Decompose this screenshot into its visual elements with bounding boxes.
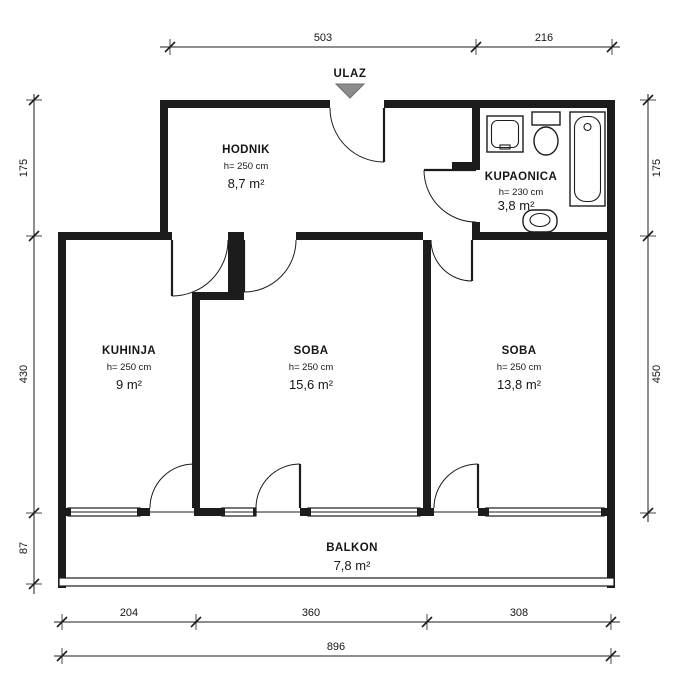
dim-label-left-1: 175 (18, 159, 30, 177)
room-height: h= 250 cm (497, 362, 542, 373)
wall-kitchen-jog (192, 292, 244, 300)
room-name: HODNIK (222, 144, 270, 156)
room-label-soba-center: SOBA h= 250 cm 15,6 m² (289, 345, 334, 392)
wall-bottom-seg-4 (300, 508, 308, 516)
wall-room-room (423, 240, 431, 508)
balcony-door-kitchen-arc (149, 463, 195, 509)
dim-label-left-2: 430 (18, 365, 30, 383)
washbasin-icon (522, 209, 558, 233)
room-name: KUPAONICA (485, 171, 557, 183)
room-area: 7,8 m² (334, 558, 372, 573)
dim-label-left-3: 87 (18, 542, 30, 554)
window-cap (308, 508, 311, 516)
toilet-icon (531, 111, 561, 156)
wall-upper-left (160, 100, 168, 240)
wall-bathroom-lower (472, 222, 480, 232)
dim-label-right-1: 175 (651, 159, 663, 177)
wall-right (607, 100, 615, 588)
bathtub-icon (569, 111, 606, 207)
windows (58, 507, 615, 587)
wall-kitchen-room (192, 292, 200, 508)
room-name: BALKON (326, 542, 378, 554)
room-area: 15,6 m² (289, 377, 334, 392)
dimension-lines: 503 216 175 430 87 175 450 204 360 308 8… (18, 32, 663, 665)
balcony-railing (58, 577, 615, 587)
window-cap (417, 508, 420, 516)
room-height: h= 250 cm (289, 362, 334, 373)
dim-label-top-1: 503 (314, 32, 332, 44)
dim-label-bottom-1: 204 (120, 607, 138, 619)
room-right-door-arc (430, 239, 473, 282)
room-name: KUHINJA (102, 345, 156, 357)
entrance-arrow-icon (334, 83, 366, 99)
wall-shaft (228, 232, 244, 300)
window-cap (137, 508, 140, 516)
room-labels: HODNIK h= 250 cm 8,7 m² KUPAONICA h= 230… (102, 144, 557, 573)
room-height: h= 230 cm (499, 187, 544, 198)
window-cap (601, 508, 604, 516)
wall-bottom-seg-5 (420, 508, 434, 516)
entrance-label: ULAZ (333, 68, 366, 80)
room-label-hodnik: HODNIK h= 250 cm 8,7 m² (222, 144, 270, 191)
window-cap (68, 508, 71, 516)
bathroom-door-arc (423, 169, 477, 223)
wall-divider-left (58, 232, 172, 240)
room-height: h= 250 cm (224, 161, 269, 172)
balcony-door-center-arc (255, 463, 301, 509)
window-cap (253, 508, 256, 516)
wall-divider-center (296, 232, 423, 240)
wall-bottom-seg-7 (604, 508, 615, 516)
dim-label-overall: 896 (327, 641, 345, 653)
kitchen-door-arc (171, 239, 229, 297)
wall-bathroom-step (452, 162, 472, 170)
walls (58, 100, 615, 588)
bathroom-fixtures (486, 111, 606, 233)
dim-label-bottom-3: 308 (510, 607, 528, 619)
room-center-door-arc (243, 239, 297, 293)
wall-bottom-seg-6 (478, 508, 486, 516)
room-area: 9 m² (116, 377, 143, 392)
wall-bottom-seg-3 (194, 508, 222, 516)
room-name: SOBA (502, 345, 537, 357)
doors (149, 107, 480, 509)
room-area: 3,8 m² (498, 198, 536, 213)
room-area: 8,7 m² (228, 176, 266, 191)
room-area: 13,8 m² (497, 377, 542, 392)
washing-machine-icon (486, 115, 524, 153)
room-name: SOBA (294, 345, 329, 357)
wall-left (58, 232, 66, 588)
window-cap (486, 508, 489, 516)
dim-label-right-2: 450 (651, 365, 663, 383)
wall-top-right (384, 100, 615, 108)
wall-bottom-seg-2 (140, 508, 150, 516)
room-label-kupaonica: KUPAONICA h= 230 cm 3,8 m² (485, 171, 557, 213)
wall-bottom-seg-1 (58, 508, 68, 516)
wall-divider-right (472, 232, 615, 240)
balcony-door-right-arc (433, 463, 479, 509)
window-cap (222, 508, 225, 516)
wall-bathroom-upper (472, 108, 480, 170)
dim-label-bottom-2: 360 (302, 607, 320, 619)
wall-top-left (160, 100, 330, 108)
room-label-balkon: BALKON 7,8 m² (326, 542, 378, 573)
entrance-door-arc (329, 107, 385, 163)
room-height: h= 250 cm (107, 362, 152, 373)
room-label-soba-right: SOBA h= 250 cm 13,8 m² (497, 345, 542, 392)
dim-label-top-2: 216 (535, 32, 553, 44)
room-label-kuhinja: KUHINJA h= 250 cm 9 m² (102, 345, 156, 392)
